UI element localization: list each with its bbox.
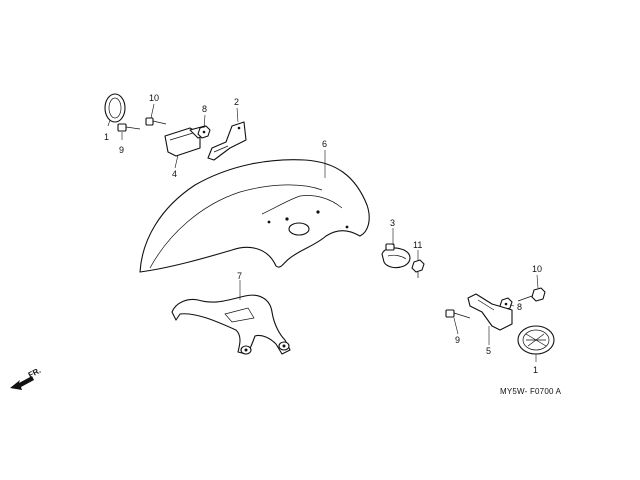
callout-labels: 1 9 10 4 8 2 6 3 11 7 10 8 9 5 1 <box>104 93 542 375</box>
callout-6: 6 <box>322 139 327 149</box>
bolt-right-9 <box>445 309 471 319</box>
bolt-right-10 <box>517 287 546 302</box>
reflector-left <box>104 93 126 123</box>
direction-label: FR. <box>27 366 43 380</box>
callout-10-right: 10 <box>532 264 542 274</box>
callout-10-left: 10 <box>149 93 159 103</box>
callout-9-left: 9 <box>119 145 124 155</box>
callout-11: 11 <box>413 240 422 250</box>
screw-11 <box>411 259 425 278</box>
callout-3: 3 <box>390 218 395 228</box>
callout-8-upper: 8 <box>202 104 207 114</box>
bolt-left-10 <box>145 117 167 126</box>
bracket-right <box>467 293 513 331</box>
diagram-code: MY5W- F0700 A <box>500 387 562 396</box>
front-fender <box>139 159 370 273</box>
nut-upper <box>197 125 211 139</box>
callout-9-right: 9 <box>455 335 460 345</box>
callout-4: 4 <box>172 169 177 179</box>
callout-2: 2 <box>234 97 239 107</box>
cable-clip <box>381 243 411 269</box>
reflector-right <box>517 325 555 355</box>
direction-indicator: FR. <box>10 366 42 390</box>
bolt-left-9 <box>117 123 141 132</box>
callout-7: 7 <box>237 271 242 281</box>
callout-1-right: 1 <box>533 365 538 375</box>
clamp-bracket <box>207 121 247 161</box>
fender-stay <box>171 294 291 355</box>
callout-1-left: 1 <box>104 132 109 142</box>
front-arrow-icon <box>10 376 34 390</box>
leader-lines <box>107 103 539 362</box>
callout-5: 5 <box>486 346 491 356</box>
callout-8-right: 8 <box>517 302 522 312</box>
